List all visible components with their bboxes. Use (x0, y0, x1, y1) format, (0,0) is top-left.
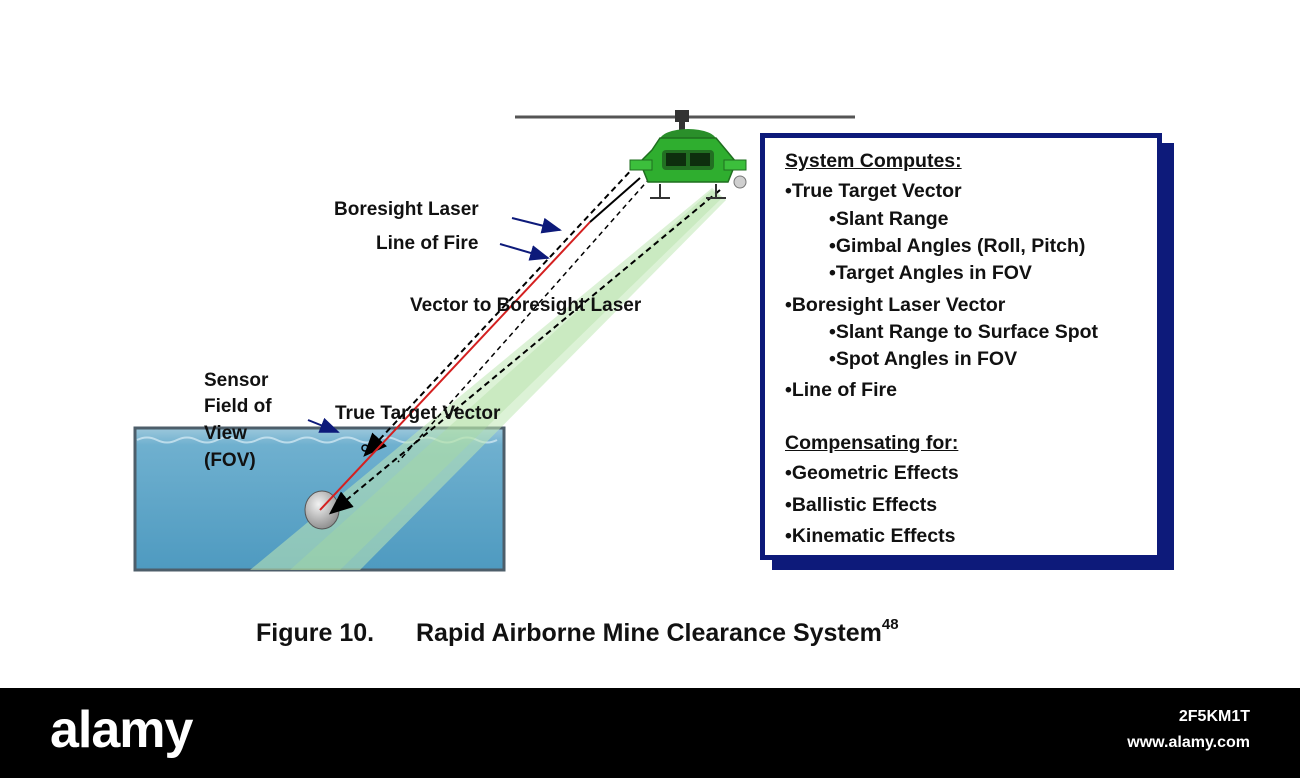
site-url[interactable]: www.alamy.com (1127, 734, 1250, 751)
image-id: 2F5KM1T (1178, 708, 1250, 725)
system-computes-heading: System Computes: (785, 150, 962, 172)
item-target-angles: •Target Angles in FOV (829, 262, 1032, 284)
item-slant-range: •Slant Range (829, 208, 949, 230)
item-true-target-vector: •True Target Vector (785, 180, 962, 202)
sensor-fov-beam-inner (290, 190, 722, 570)
info-box: System Computes: •True Target Vector •Sl… (760, 133, 1162, 560)
footer-bar: alamy 2F5KM1T www.alamy.com (0, 688, 1300, 778)
item-slant-range-surface: •Slant Range to Surface Spot (829, 321, 1099, 343)
figure-caption: Figure 10. Rapid Airborne Mine Clearance … (256, 616, 899, 648)
fov-pointer (307, 417, 340, 433)
item-spot-angles: •Spot Angles in FOV (829, 348, 1018, 370)
figure-footnote: 48 (881, 616, 899, 633)
compensating-heading: Compensating for: (785, 432, 959, 454)
brand-logo: alamy (50, 701, 193, 759)
sensor-fov-label-line1: Sensor (204, 370, 269, 391)
surface-spot (361, 444, 369, 452)
boresight-laser-pointer (511, 217, 562, 234)
item-boresight-vector: •Boresight Laser Vector (785, 294, 1006, 316)
fov-outer-dashed-line (397, 177, 651, 463)
item-kinematic: •Kinematic Effects (785, 525, 956, 547)
line-of-fire-pointer (499, 243, 550, 261)
line-of-fire-label: Line of Fire (376, 233, 479, 254)
vector-to-boresight-label: Vector to Boresight Laser (410, 295, 642, 316)
sensor-fov-label-line3: View (204, 423, 247, 444)
scene-diagram (133, 110, 855, 572)
sensor-fov-label-line4: (FOV) (204, 450, 256, 471)
sensor-fov-beam (250, 188, 726, 570)
item-ballistic: •Ballistic Effects (785, 494, 938, 516)
figure-title: Rapid Airborne Mine Clearance System (416, 619, 882, 647)
true-target-vector-line (363, 164, 637, 457)
line-of-fire-line (319, 221, 591, 511)
item-gimbal-angles: •Gimbal Angles (Roll, Pitch) (829, 235, 1086, 257)
figure-number: Figure 10. (256, 619, 375, 647)
item-geometric: •Geometric Effects (785, 462, 959, 484)
boresight-laser-label: Boresight Laser (334, 199, 479, 220)
sensor-fov-label-line2: Field of (204, 396, 272, 417)
item-line-of-fire: •Line of Fire (785, 379, 897, 401)
true-target-vector-label: True Target Vector (335, 403, 501, 424)
boresight-vector-line (328, 189, 721, 515)
helicopter-icon (515, 110, 855, 199)
boresight-laser-line (589, 177, 641, 223)
